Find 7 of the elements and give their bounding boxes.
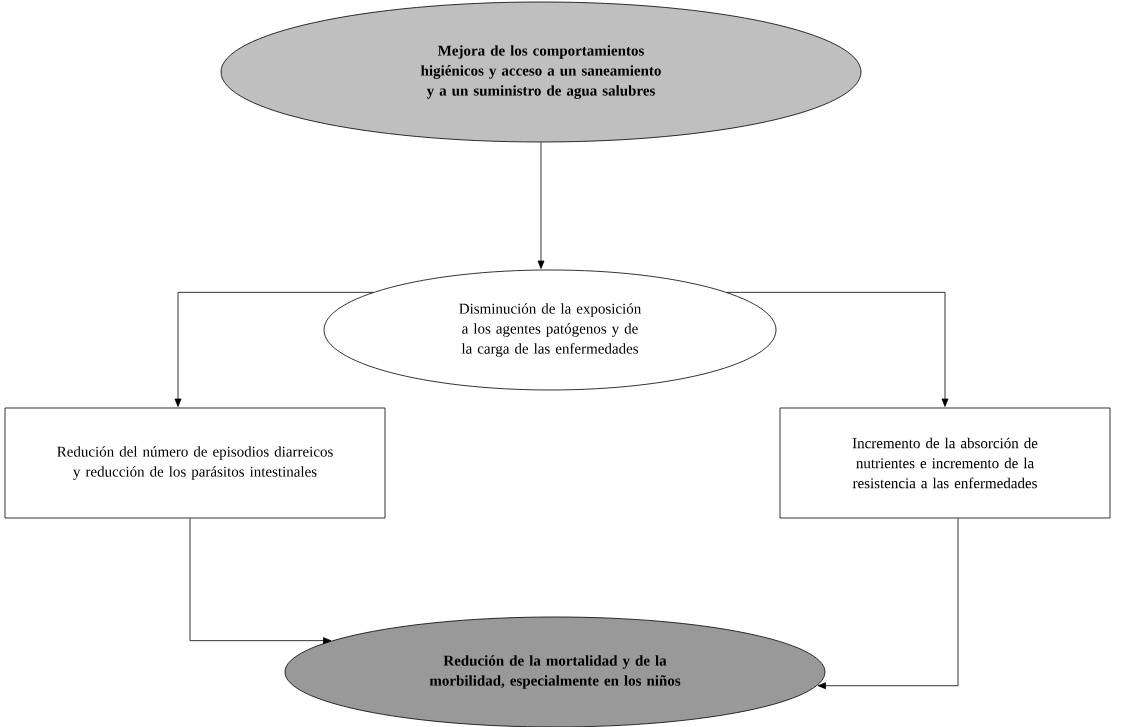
arrow [174,291,374,407]
arrow [189,518,332,645]
arrow [726,291,949,407]
process-box: Incremento de la absorción de nutrientes e incremento de la resistencia a las enfermedades [779,407,1111,519]
process-box: Redución del número de episodios diarreicos y reducción de los parásitos intestinales [4,407,386,519]
arrow [817,518,959,690]
arrow [537,142,545,269]
